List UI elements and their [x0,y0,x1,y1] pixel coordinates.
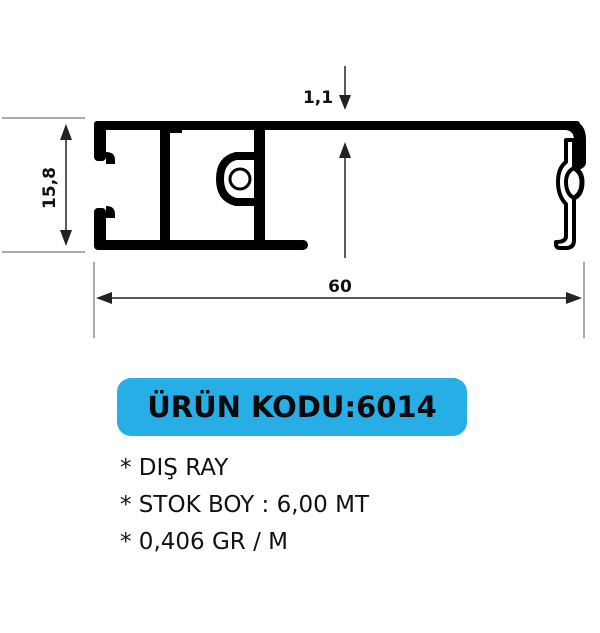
left-lower-hook [106,206,115,218]
left-upper-hook [106,152,115,164]
thickness-arrow-top [339,66,351,110]
profile-cross-section [94,121,586,250]
width-dimension [96,292,582,304]
height-dimension [60,124,72,246]
right-leg-outline [554,138,576,250]
spec-item-weight: * 0,406 GR / M [120,529,288,555]
clip-hole [228,167,252,191]
thickness-arrow-bottom [339,142,351,258]
height-label: 15,8 [40,167,60,209]
spec-item-stock-length: * STOK BOY : 6,00 MT [120,492,370,518]
spec-list: * DIŞ RAY * STOK BOY : 6,00 MT * 0,406 G… [120,450,369,561]
left-inner-lip [170,130,182,133]
spec-item-type: * DIŞ RAY [120,455,229,481]
profile-drawing: 15,8 1,1 60 [2,66,586,338]
width-label: 60 [328,277,352,297]
product-code: ÜRÜN KODU:6014 [147,390,437,424]
clip-detail [215,152,254,206]
thickness-label: 1,1 [303,88,333,108]
right-leg-upper-bump [572,165,585,201]
product-code-badge: ÜRÜN KODU:6014 [117,378,467,436]
